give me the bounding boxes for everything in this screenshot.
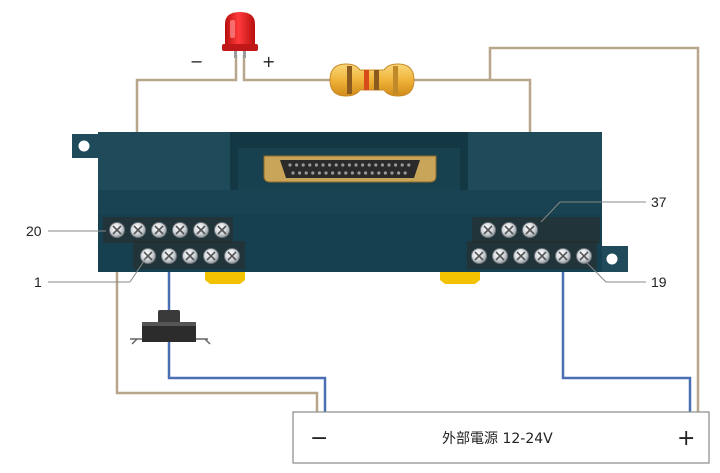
dsub-pin bbox=[370, 171, 374, 175]
dsub-pin bbox=[380, 163, 384, 167]
dsub-pin bbox=[344, 171, 348, 175]
external-power-supply bbox=[292, 411, 710, 464]
terminal-screw bbox=[109, 222, 125, 238]
dsub-pin bbox=[367, 163, 371, 167]
dsub-pin bbox=[337, 171, 341, 175]
dsub-pin bbox=[407, 163, 411, 167]
led bbox=[222, 12, 258, 58]
terminal-screw bbox=[130, 222, 146, 238]
push-button-switch bbox=[130, 310, 211, 345]
wire-terminal-19-to-psu-plus bbox=[561, 258, 692, 412]
dsub-pin bbox=[394, 163, 398, 167]
dsub-pin bbox=[361, 163, 365, 167]
dsub-pin bbox=[341, 163, 345, 167]
wire-terminal-to-psu-minus bbox=[115, 230, 319, 412]
dsub-pin bbox=[397, 171, 401, 175]
led-plus-label: + bbox=[262, 52, 275, 71]
terminal-screw bbox=[534, 248, 550, 264]
terminal-screw bbox=[513, 248, 529, 264]
terminal-screw bbox=[480, 222, 496, 238]
dsub-pin bbox=[321, 163, 325, 167]
din-clip-left bbox=[205, 272, 245, 284]
dsub-pin bbox=[390, 171, 394, 175]
dsub-pin bbox=[317, 171, 321, 175]
psu-title: 外部電源 12-24V bbox=[442, 431, 553, 447]
dsub-pin bbox=[304, 171, 308, 175]
terminal-screw bbox=[161, 248, 177, 264]
terminal-screw bbox=[214, 222, 230, 238]
dsub-pin bbox=[387, 163, 391, 167]
dsub-pin bbox=[291, 171, 295, 175]
dsub-pin bbox=[288, 163, 292, 167]
dsub-pin bbox=[383, 171, 387, 175]
dsub-pin bbox=[298, 171, 302, 175]
dsub-pin bbox=[364, 171, 368, 175]
terminal-screw bbox=[555, 248, 571, 264]
dsub-pin bbox=[331, 171, 335, 175]
dsub-pin bbox=[308, 163, 312, 167]
terminal-screw bbox=[203, 248, 219, 264]
terminal-label-1: 1 bbox=[34, 274, 42, 290]
terminal-screw bbox=[492, 248, 508, 264]
terminal-label-20: 20 bbox=[26, 223, 42, 239]
terminal-screw bbox=[182, 248, 198, 264]
dsub-pin bbox=[324, 171, 328, 175]
terminal-screw bbox=[193, 222, 209, 238]
psu-minus-label: − bbox=[310, 426, 328, 451]
resistor bbox=[329, 63, 415, 97]
dsub-pin bbox=[354, 163, 358, 167]
dsub-pin bbox=[400, 163, 404, 167]
dsub-pin bbox=[403, 171, 407, 175]
wire-terminal-to-psu-plus bbox=[488, 46, 700, 412]
dsub-pin bbox=[311, 171, 315, 175]
dsub-pin bbox=[357, 171, 361, 175]
terminal-screw bbox=[224, 248, 240, 264]
wire-led-plus-to-resistor bbox=[242, 55, 330, 82]
dsub-pin bbox=[374, 163, 378, 167]
dsub-connector bbox=[263, 155, 437, 183]
dsub-pin bbox=[295, 163, 299, 167]
terminal-screw bbox=[471, 248, 487, 264]
dsub-pin bbox=[377, 171, 381, 175]
dsub-pin bbox=[350, 171, 354, 175]
led-minus-label: − bbox=[190, 52, 203, 71]
dsub-pin bbox=[347, 163, 351, 167]
terminal-screw bbox=[172, 222, 188, 238]
terminal-screw bbox=[140, 248, 156, 264]
dsub-pin bbox=[314, 163, 318, 167]
dsub-pin bbox=[301, 163, 305, 167]
din-clip-right bbox=[440, 272, 480, 284]
terminal-label-19: 19 bbox=[651, 274, 667, 290]
terminal-screw bbox=[151, 222, 167, 238]
dsub-pin bbox=[334, 163, 338, 167]
terminal-screw bbox=[576, 248, 592, 264]
terminal-label-37: 37 bbox=[651, 194, 667, 210]
terminal-screws bbox=[109, 222, 592, 264]
dsub-pin bbox=[328, 163, 332, 167]
psu-plus-label: + bbox=[677, 426, 695, 451]
terminal-screw bbox=[501, 222, 517, 238]
terminal-screw bbox=[522, 222, 538, 238]
